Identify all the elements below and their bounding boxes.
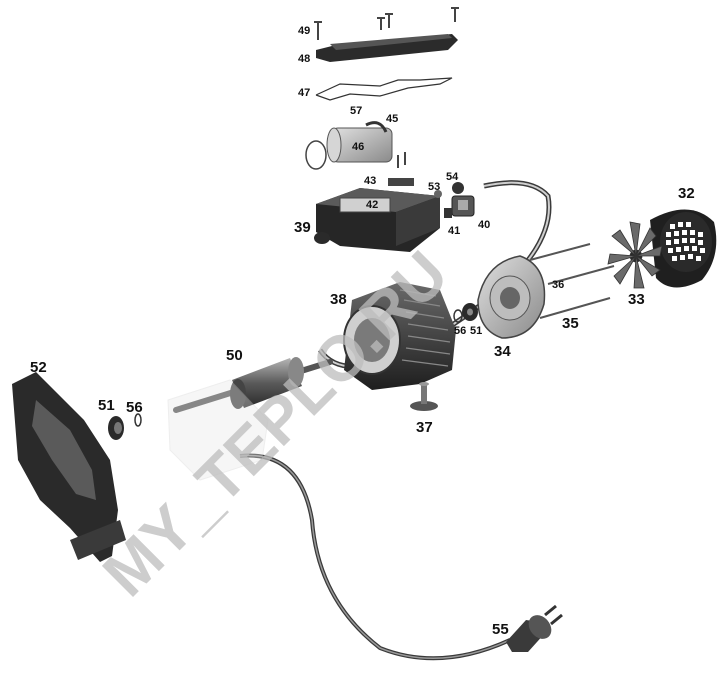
fan-cover-32 (650, 209, 717, 288)
label-54: 54 (446, 171, 459, 183)
label-46: 46 (352, 141, 364, 153)
label-56-left: 56 (126, 399, 143, 416)
mounting-foot-37 (410, 382, 438, 411)
knob-54 (452, 182, 464, 194)
label-57: 57 (350, 105, 362, 117)
label-36: 36 (552, 279, 564, 291)
label-33: 33 (628, 291, 645, 308)
rotor-50 (173, 357, 333, 413)
screw-icon (397, 152, 406, 168)
label-51-right: 51 (470, 325, 482, 337)
bearing-51-right (462, 303, 478, 321)
plug-55 (506, 604, 563, 652)
ring-56-left (134, 413, 142, 427)
label-52: 52 (30, 359, 47, 376)
label-55: 55 (492, 621, 509, 638)
screw-icon (314, 21, 322, 40)
label-56-right: 56 (454, 325, 466, 337)
label-38: 38 (330, 291, 347, 308)
nut-53 (434, 190, 442, 198)
label-34: 34 (494, 343, 511, 360)
fan-impeller-33 (607, 221, 663, 289)
watermark: MY_TEPLO.RU (89, 237, 462, 610)
label-50: 50 (226, 347, 243, 364)
label-48: 48 (298, 53, 310, 65)
bearing-51-left (108, 416, 124, 440)
screw-icon (451, 7, 459, 22)
label-51-left: 51 (98, 397, 115, 414)
label-37: 37 (416, 419, 433, 436)
label-53: 53 (428, 181, 440, 193)
label-45: 45 (386, 113, 398, 125)
screw-icon (377, 13, 393, 30)
label-43: 43 (364, 175, 376, 187)
label-41: 41 (448, 225, 460, 237)
switch-40 (444, 195, 475, 218)
screw-49-group (314, 7, 459, 40)
label-42: 42 (366, 199, 378, 211)
end-shield-34 (477, 255, 546, 339)
label-47: 47 (298, 87, 310, 99)
label-49: 49 (298, 25, 310, 37)
label-32: 32 (678, 185, 695, 202)
ring-56-right (453, 309, 463, 323)
part-labels: 49 48 47 57 45 46 43 42 53 54 40 41 39 3… (30, 25, 695, 638)
label-35: 35 (562, 315, 579, 332)
front-bracket-52 (12, 372, 126, 562)
faint-block (167, 379, 269, 481)
stator-housing-38 (343, 282, 456, 390)
tie-rods-35 (529, 243, 615, 319)
capacitor-46 (305, 121, 406, 170)
terminal-box-39 (314, 178, 440, 252)
gasket-47 (315, 77, 453, 101)
label-39: 39 (294, 219, 311, 236)
top-cover-48 (316, 34, 458, 62)
label-40: 40 (478, 219, 490, 231)
